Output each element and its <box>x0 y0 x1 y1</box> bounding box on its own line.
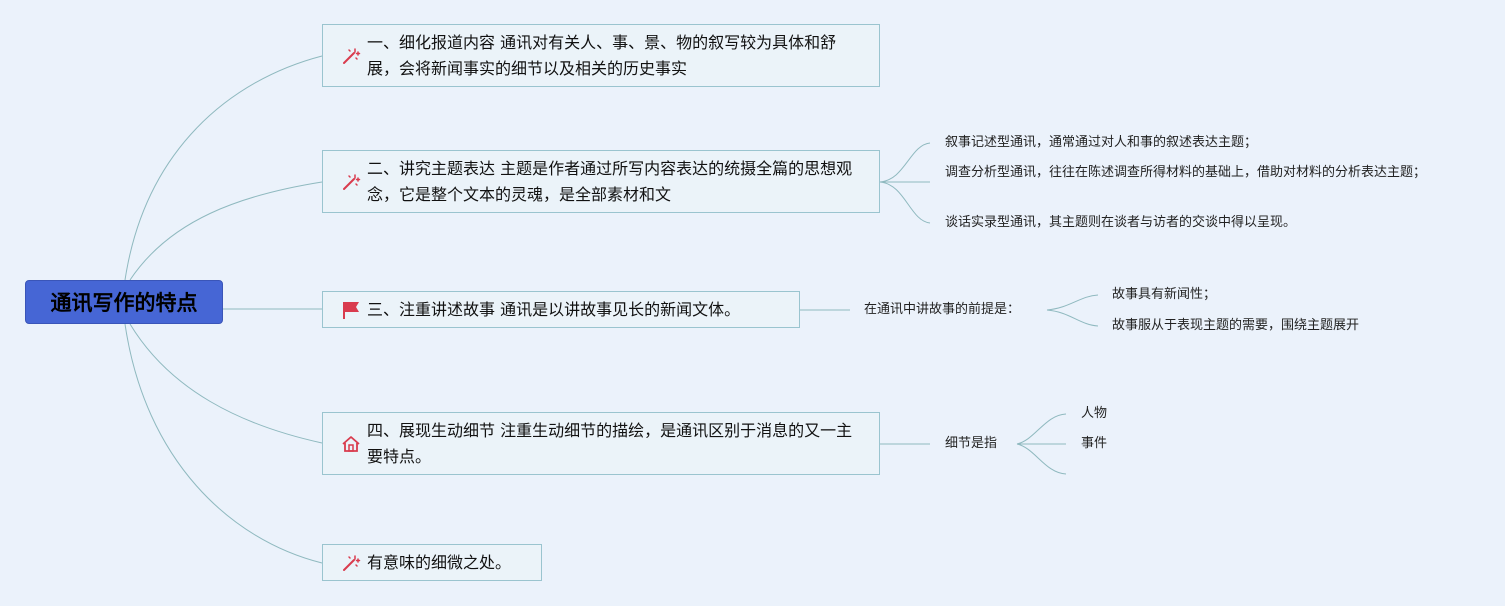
topic-1-text: 一、细化报道内容 通讯对有关人、事、景、物的叙写较为具体和舒展，会将新闻事实的细… <box>367 32 837 78</box>
subtopic-3-1-2[interactable]: 故事服从于表现主题的需要，围绕主题展开 <box>1112 318 1360 333</box>
topic-3[interactable]: 三、注重讲述故事 通讯是以讲故事见长的新闻文体。 <box>322 291 800 328</box>
connector-topic-4-grandchild-3 <box>1016 443 1067 475</box>
connector-root-topic-4 <box>129 323 323 444</box>
subtopic-3-1[interactable]: 在通讯中讲故事的前提是： <box>864 302 1021 317</box>
subtopic-3-1-1[interactable]: 故事具有新闻性； <box>1112 287 1217 302</box>
subtopic-4-1-1[interactable]: 人物 <box>1081 406 1108 421</box>
subtopic-2-2[interactable]: 调查分析型通讯，往往在陈述调查所得材料的基础上，借助对材料的分析表达主题； <box>945 165 1427 180</box>
connector-topic-2-child-3 <box>879 181 931 224</box>
home-icon <box>339 432 363 456</box>
topic-5[interactable]: 有意味的细微之处。 <box>322 544 542 581</box>
subtopic-2-1[interactable]: 叙事记述型通讯，通常通过对人和事的叙述表达主题； <box>945 135 1258 150</box>
topic-3-text: 三、注重讲述故事 通讯是以讲故事见长的新闻文体。 <box>367 299 741 319</box>
topic-2-text: 二、讲究主题表达 主题是作者通过所写内容表达的统摄全篇的思想观念，它是整个文本的… <box>367 158 853 204</box>
topic-4-text: 四、展现生动细节 注重生动细节的描绘，是通讯区别于消息的又一主要特点。 <box>367 420 853 466</box>
magic-wand-icon <box>339 170 363 194</box>
connector-root-topic-1 <box>124 55 323 281</box>
connector-topic-3-grandchild-1 <box>1046 294 1099 311</box>
subtopic-4-1-2[interactable]: 事件 <box>1081 436 1108 451</box>
connector-root-topic-2 <box>129 181 323 281</box>
root-topic[interactable]: 通讯写作的特点 <box>25 280 223 324</box>
topic-5-text: 有意味的细微之处。 <box>367 552 512 572</box>
topic-2[interactable]: 二、讲究主题表达 主题是作者通过所写内容表达的统摄全篇的思想观念，它是整个文本的… <box>322 150 880 213</box>
topic-1[interactable]: 一、细化报道内容 通讯对有关人、事、景、物的叙写较为具体和舒展，会将新闻事实的细… <box>322 24 880 87</box>
connector-topic-4-grandchild-1 <box>1016 413 1067 445</box>
connector-topic-2-child-1 <box>879 142 931 183</box>
root-topic-label: 通讯写作的特点 <box>50 291 198 315</box>
magic-wand-icon <box>339 44 363 68</box>
subtopic-2-3[interactable]: 谈话实录型通讯，其主题则在谈者与访者的交谈中得以呈现。 <box>945 215 1297 230</box>
connector-root-topic-5 <box>124 323 323 564</box>
topic-4[interactable]: 四、展现生动细节 注重生动细节的描绘，是通讯区别于消息的又一主要特点。 <box>322 412 880 475</box>
connector-topic-3-grandchild-2 <box>1046 309 1099 327</box>
subtopic-4-1[interactable]: 细节是指 <box>945 436 998 451</box>
magic-wand-icon <box>339 551 363 575</box>
red-flag-icon <box>339 298 363 322</box>
